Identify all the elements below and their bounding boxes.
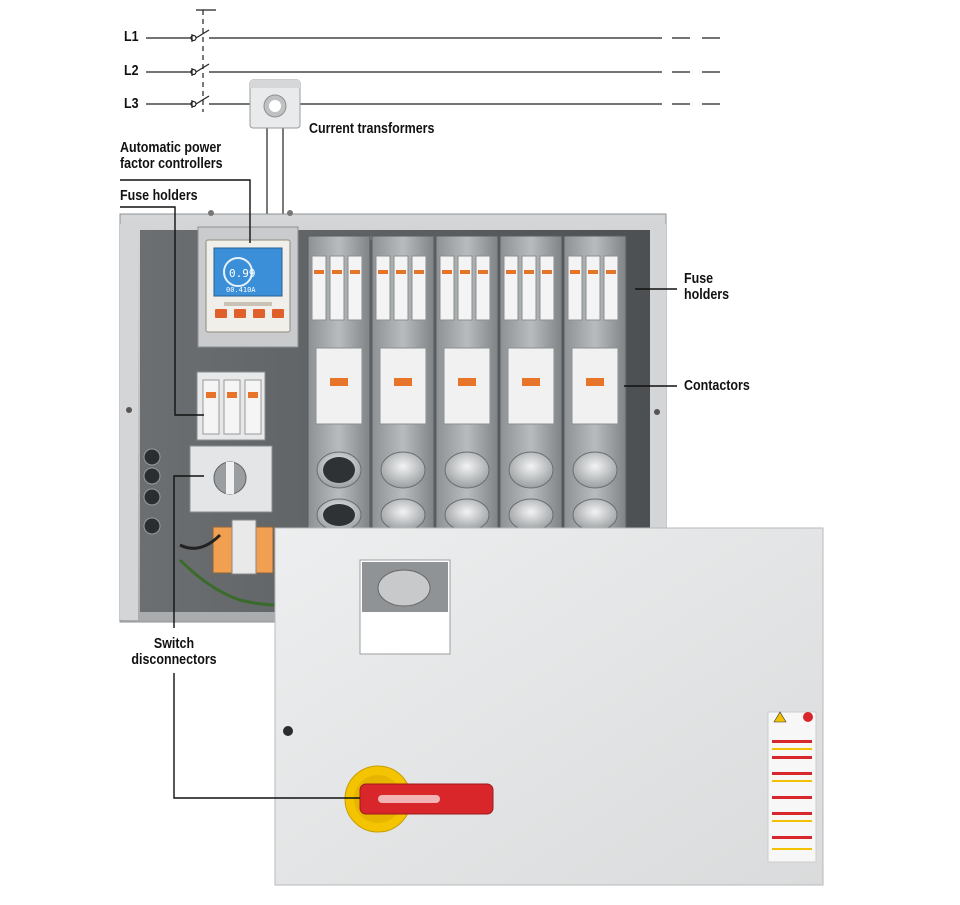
cabinet-door <box>274 527 824 886</box>
warning-label <box>767 711 817 863</box>
controller-display-main: 0.99 <box>229 267 256 280</box>
callout-current-transformers: Current transformers <box>309 121 435 137</box>
current-transformer <box>249 79 301 129</box>
line-label-l1: L1 <box>124 29 139 45</box>
callout-fuse-holders-right: Fuse holders <box>684 271 730 303</box>
leader-fuse-left <box>120 206 204 416</box>
leader-controllers <box>120 179 251 243</box>
callout-switch-disconnectors: Switch disconnectors <box>131 636 217 668</box>
single-line-schematic <box>146 9 720 215</box>
callout-fuse-holders-left: Fuse holders <box>120 188 198 204</box>
capacitor-bays <box>307 235 627 533</box>
line-label-l2: L2 <box>124 63 139 79</box>
leader-switch-bottom <box>173 673 360 799</box>
controller-display-sub: 00.410A <box>226 286 256 294</box>
callout-contactors: Contactors <box>684 378 750 394</box>
line-label-l3: L3 <box>124 96 139 112</box>
switch-disconnector-handle <box>344 765 494 833</box>
leader-lines <box>120 179 677 799</box>
disconnector-switch-symbol <box>190 9 216 112</box>
power-factor-controller <box>197 226 299 348</box>
left-components <box>143 371 311 607</box>
leader-switch-top <box>173 475 204 628</box>
callout-power-factor-controllers: Automatic power factor controllers <box>120 140 223 172</box>
